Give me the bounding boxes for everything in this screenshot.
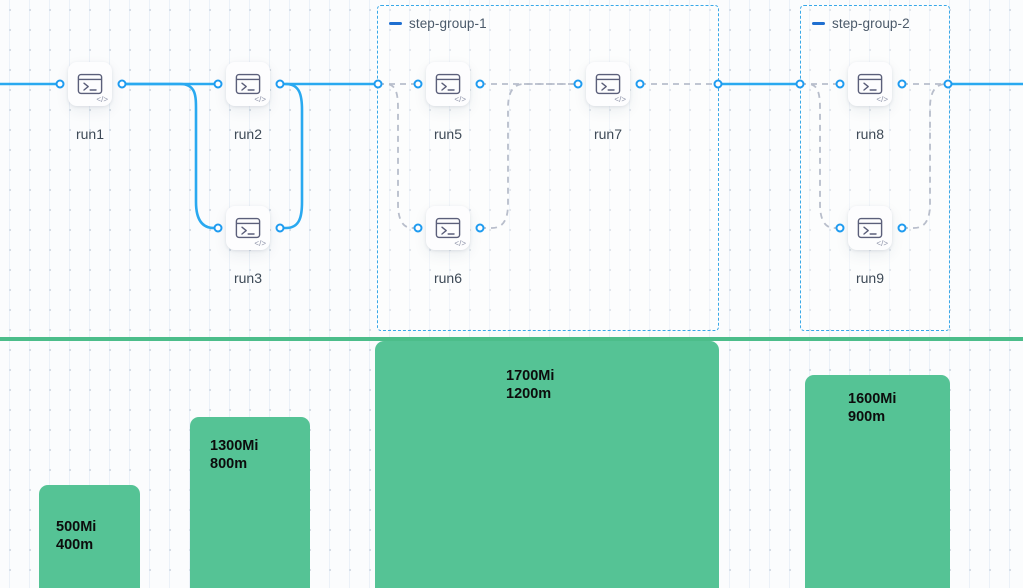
node-run3[interactable]: </> bbox=[226, 206, 270, 250]
bar-2-cpu: 800m bbox=[210, 456, 248, 472]
node-run5[interactable]: </> bbox=[426, 62, 470, 106]
node-label-run1: run1 bbox=[75, 126, 105, 142]
handle-run6-out[interactable] bbox=[475, 223, 485, 233]
edge-run3-to-group1[interactable] bbox=[278, 82, 304, 230]
terminal-icon bbox=[435, 73, 461, 95]
handle-run8-out[interactable] bbox=[897, 79, 907, 89]
minus-icon[interactable] bbox=[812, 22, 825, 25]
bar-1-memory: 500Mi bbox=[56, 519, 97, 535]
node-run9[interactable]: </> bbox=[848, 206, 892, 250]
handle-group1-out[interactable] bbox=[713, 79, 723, 89]
bar-2-value: 1300Mi 800m bbox=[210, 437, 258, 473]
handle-run2-in[interactable] bbox=[213, 79, 223, 89]
handle-run9-in[interactable] bbox=[835, 223, 845, 233]
step-group-label-g2[interactable]: step-group-2 bbox=[812, 16, 910, 31]
bar-3-memory: 1700Mi bbox=[506, 368, 555, 384]
node-label-run6: run6 bbox=[433, 270, 463, 286]
terminal-icon bbox=[857, 217, 883, 239]
edge-run1-to-run3[interactable] bbox=[120, 82, 220, 230]
node-run1[interactable]: </> bbox=[68, 62, 112, 106]
handle-run1-in[interactable] bbox=[55, 79, 65, 89]
bar-1-cpu: 400m bbox=[56, 537, 94, 553]
bar-2-memory: 1300Mi bbox=[210, 438, 259, 454]
bar-3 bbox=[375, 341, 719, 588]
code-icon[interactable]: </> bbox=[96, 95, 108, 104]
handle-run6-in[interactable] bbox=[413, 223, 423, 233]
node-label-run3: run3 bbox=[233, 270, 263, 286]
handle-run5-out[interactable] bbox=[475, 79, 485, 89]
terminal-icon bbox=[595, 73, 621, 95]
handle-run5-in[interactable] bbox=[413, 79, 423, 89]
handle-group1-in[interactable] bbox=[373, 79, 383, 89]
node-label-run7: run7 bbox=[593, 126, 623, 142]
bar-3-cpu: 1200m bbox=[506, 386, 552, 402]
handle-run7-in[interactable] bbox=[573, 79, 583, 89]
handle-run8-in[interactable] bbox=[835, 79, 845, 89]
step-group-name: step-group-1 bbox=[409, 16, 487, 31]
node-run7[interactable]: </> bbox=[586, 62, 630, 106]
step-group-label-g1[interactable]: step-group-1 bbox=[389, 16, 487, 31]
handle-group2-in[interactable] bbox=[795, 79, 805, 89]
handle-run9-out[interactable] bbox=[897, 223, 907, 233]
bar-4-memory: 1600Mi bbox=[848, 391, 897, 407]
node-label-run9: run9 bbox=[855, 270, 885, 286]
bar-4-value: 1600Mi 900m bbox=[848, 390, 896, 426]
bar-3-value: 1700Mi 1200m bbox=[506, 367, 554, 403]
step-group-box-g2[interactable] bbox=[800, 5, 950, 331]
step-group-box-g1[interactable] bbox=[377, 5, 719, 331]
edge-g1in-to-run6[interactable] bbox=[378, 83, 418, 229]
handle-run1-out[interactable] bbox=[117, 79, 127, 89]
code-icon[interactable]: </> bbox=[454, 239, 466, 248]
terminal-icon bbox=[857, 73, 883, 95]
bar-1 bbox=[39, 485, 140, 588]
code-icon[interactable]: </> bbox=[876, 239, 888, 248]
node-label-run8: run8 bbox=[855, 126, 885, 142]
node-label-run2: run2 bbox=[233, 126, 263, 142]
handle-run3-in[interactable] bbox=[213, 223, 223, 233]
edge-run6-to-run7[interactable] bbox=[480, 83, 578, 229]
handle-run2-out[interactable] bbox=[275, 79, 285, 89]
terminal-icon bbox=[235, 217, 261, 239]
node-run2[interactable]: </> bbox=[226, 62, 270, 106]
code-icon[interactable]: </> bbox=[614, 95, 626, 104]
node-run6[interactable]: </> bbox=[426, 206, 470, 250]
handle-run7-out[interactable] bbox=[635, 79, 645, 89]
minus-icon[interactable] bbox=[389, 22, 402, 25]
terminal-icon bbox=[235, 73, 261, 95]
edge-g2in-to-run9[interactable] bbox=[800, 83, 840, 229]
code-icon[interactable]: </> bbox=[254, 95, 266, 104]
bar-1-value: 500Mi 400m bbox=[56, 518, 96, 554]
bar-4-cpu: 900m bbox=[848, 409, 886, 425]
code-icon[interactable]: </> bbox=[876, 95, 888, 104]
handle-group2-out[interactable] bbox=[943, 79, 953, 89]
step-group-name: step-group-2 bbox=[832, 16, 910, 31]
code-icon[interactable]: </> bbox=[454, 95, 466, 104]
handle-run3-out[interactable] bbox=[275, 223, 285, 233]
bar-4 bbox=[805, 375, 950, 588]
terminal-icon bbox=[77, 73, 103, 95]
node-run8[interactable]: </> bbox=[848, 62, 892, 106]
edge-run9-to-g2out[interactable] bbox=[902, 83, 948, 229]
node-label-run5: run5 bbox=[433, 126, 463, 142]
code-icon[interactable]: </> bbox=[254, 239, 266, 248]
terminal-icon bbox=[435, 217, 461, 239]
bar-2 bbox=[190, 417, 310, 588]
